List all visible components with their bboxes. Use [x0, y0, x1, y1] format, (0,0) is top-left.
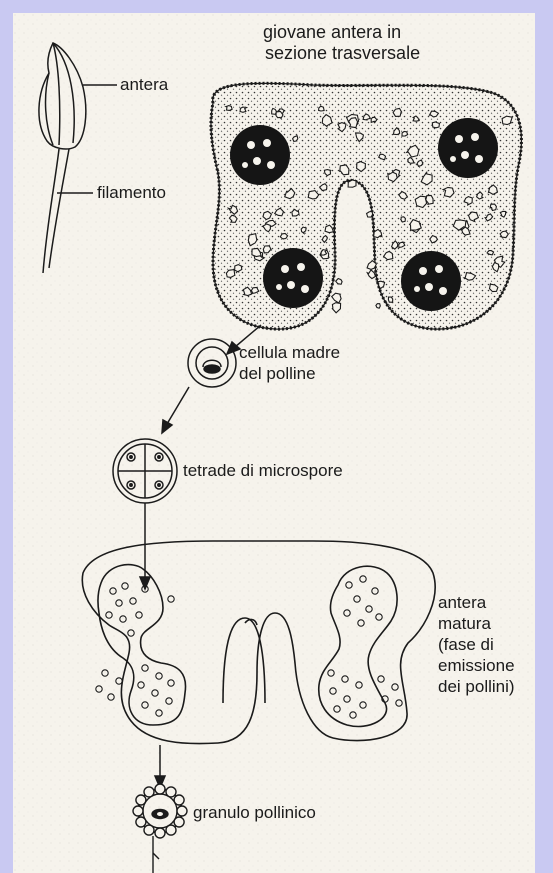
label-antera-matura-line5: dei pollini)	[438, 677, 515, 696]
pollen-wall-lobe	[155, 784, 165, 794]
pollen-wall-lobe	[177, 806, 187, 816]
anther-cell-blob	[376, 304, 380, 309]
label-giovane-antera-line1: giovane antera in	[263, 23, 401, 42]
label-antera-matura-line4: emissione	[438, 656, 515, 675]
label-antera: antera	[120, 75, 168, 94]
pollen-wall-lobe	[136, 795, 146, 805]
anther-cell-blob	[500, 231, 508, 238]
label-antera-matura-line3: (fase di	[438, 635, 494, 654]
pollen-wall-lobe	[174, 817, 184, 827]
anther-cell-blob	[292, 209, 299, 216]
label-cellula-madre-line1: cellula madre	[239, 343, 340, 362]
anther-cell-blob	[280, 234, 287, 240]
diagram-panel: antera filamento giovane antera in sezio…	[13, 13, 535, 873]
anther-cell-blob	[226, 106, 232, 111]
anther-cell-blob	[240, 107, 246, 112]
anther-cell-blob	[319, 106, 325, 111]
label-cellula-madre-line2: del polline	[239, 364, 316, 383]
pollen-wall-lobe	[155, 828, 165, 838]
anther-cell-blob	[432, 122, 439, 128]
label-antera-matura-line1: antera	[438, 593, 486, 612]
anther-cell-blob	[388, 297, 392, 302]
anther-cell-blob	[401, 217, 406, 222]
anther-cell-blob	[348, 180, 357, 187]
label-antera-matura-line2: matura	[438, 614, 491, 633]
label-granulo-pollinico: granulo pollinico	[193, 803, 316, 822]
pollen-wall-lobe	[144, 825, 154, 835]
label-filamento: filamento	[97, 183, 166, 202]
tetrad-drawing	[113, 439, 177, 503]
diagram-drawing	[13, 13, 535, 873]
anther-cell-blob	[502, 116, 512, 124]
anther-cell-blob	[500, 211, 505, 217]
pollen-wall-lobe	[174, 795, 184, 805]
anther-cell-blob	[402, 132, 408, 137]
anther-cell-blob	[371, 117, 377, 122]
pollen-wall-lobe	[144, 787, 154, 797]
pollen-wall-lobe	[133, 806, 143, 816]
pollen-wall-lobe	[166, 825, 176, 835]
anther-cell-blob	[349, 118, 358, 128]
label-giovane-antera-line2: sezione trasversale	[265, 44, 420, 63]
label-tetrade: tetrade di microspore	[183, 461, 343, 480]
anther-cell-blob	[226, 270, 234, 278]
pollen-wall-lobe	[136, 817, 146, 827]
pollen-wall-lobe	[166, 787, 176, 797]
